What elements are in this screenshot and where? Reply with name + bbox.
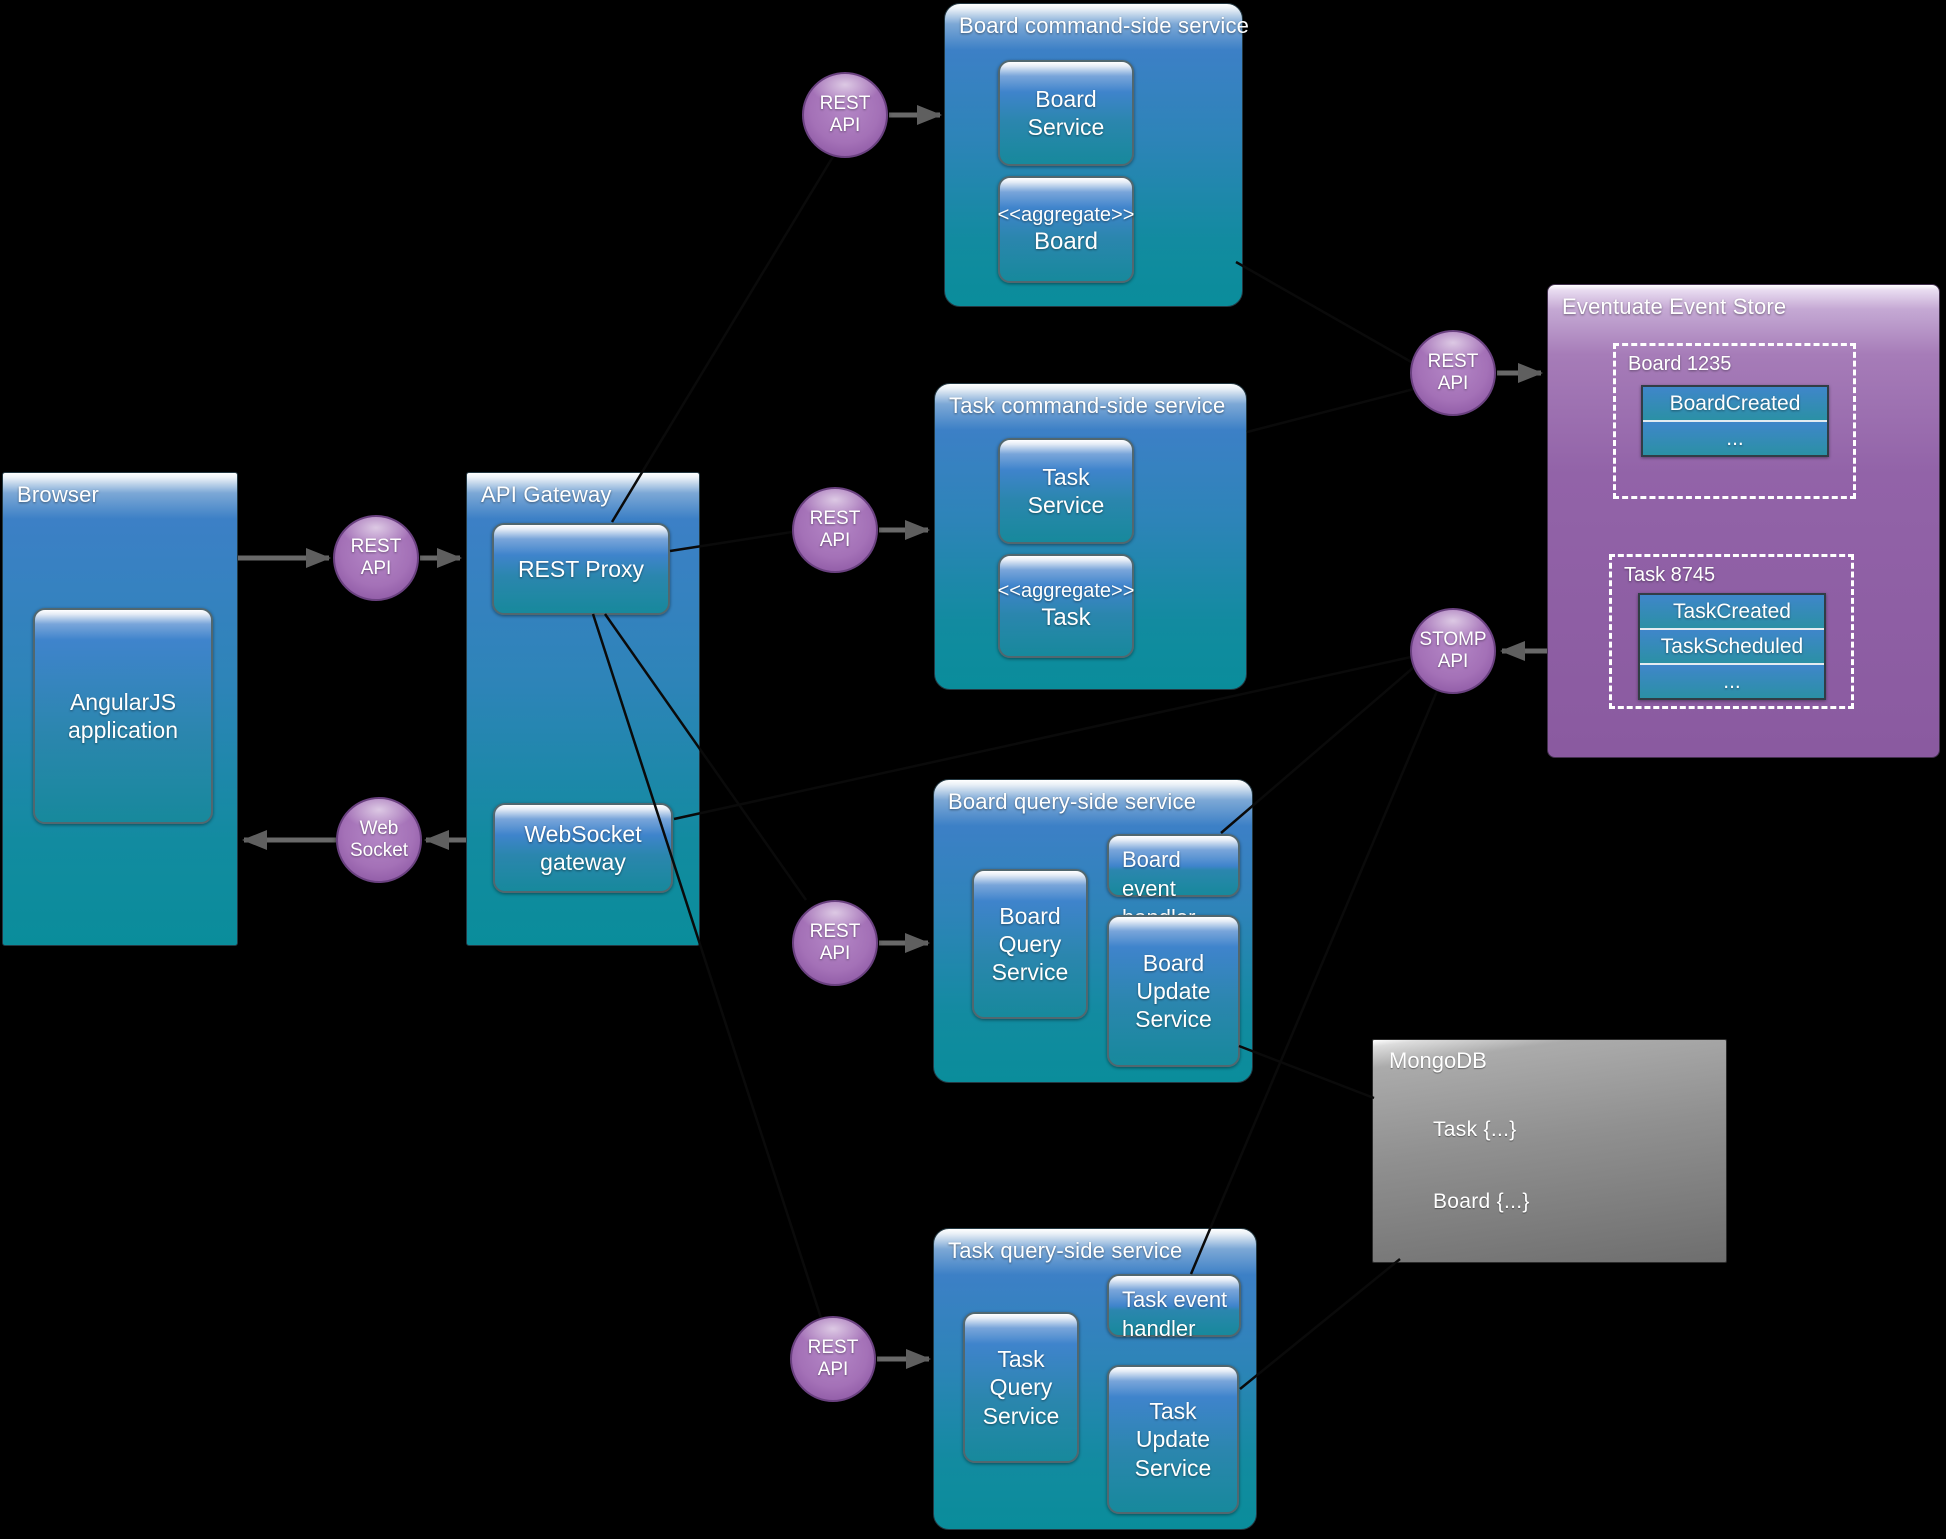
board-update-service-label: Board Update Service	[1135, 949, 1212, 1033]
mongodb-task-collection: Task {...}	[1433, 1118, 1517, 1141]
event-row: ...	[1640, 663, 1824, 698]
task-update-service-box: Task Update Service	[1107, 1365, 1239, 1514]
line-board-update-to-mongodb	[1238, 1044, 1375, 1100]
mongodb-title: MongoDB	[1389, 1048, 1487, 1073]
websocket-gateway-label: WebSocket gateway	[524, 820, 642, 875]
rest-api-circle-task-cmd: REST API	[792, 487, 878, 573]
rest-api-circle-board-query: REST API	[792, 900, 878, 986]
rest-proxy-box: REST Proxy	[492, 523, 670, 615]
task-event-stream-box: Task 8745 TaskCreated TaskScheduled ...	[1609, 554, 1854, 709]
event-row: ...	[1643, 420, 1827, 455]
eventuate-event-store-box: Eventuate Event Store Board 1235 BoardCr…	[1547, 284, 1940, 758]
task-service-label: Task Service	[1027, 463, 1105, 518]
task-query-service-inner-box: Task Query Service	[963, 1312, 1079, 1463]
task-query-service-title: Task query-side service	[948, 1238, 1183, 1263]
board-query-service-title: Board query-side service	[948, 789, 1197, 814]
board-event-stream-label: Board 1235	[1628, 353, 1732, 375]
board-aggregate-name: Board	[1033, 227, 1099, 255]
angularjs-application-box: AngularJS application	[33, 608, 213, 824]
angularjs-application-label: AngularJS application	[68, 688, 178, 743]
line-board-cmd-to-store-api	[1235, 260, 1414, 365]
rest-api-circle-browser: REST API	[333, 515, 419, 601]
rest-api-circle-board-cmd: REST API	[802, 72, 888, 158]
board-command-service-title: Board command-side service	[959, 13, 1250, 38]
event-row: TaskScheduled	[1640, 628, 1824, 663]
eventuate-event-store-title: Eventuate Event Store	[1562, 294, 1787, 319]
stomp-api-circle: STOMP API	[1410, 608, 1496, 694]
board-event-handler-box: Board event handler	[1107, 834, 1240, 930]
line-restproxy-to-board-cmd-api	[610, 149, 839, 523]
board-query-service-inner-box: Board Query Service	[972, 869, 1088, 1019]
board-update-service-box: Board Update Service	[1107, 915, 1240, 1067]
board-event-stream-box: Board 1235 BoardCreated ...	[1613, 343, 1856, 499]
line-task-update-to-mongodb	[1239, 1258, 1401, 1390]
board-aggregate-stereotype: <<aggregate>>	[997, 203, 1135, 226]
gray-arrows	[238, 105, 1547, 1369]
task-command-service-box: Task command-side service Task Service <…	[934, 383, 1247, 690]
task-update-service-label: Task Update Service	[1134, 1398, 1212, 1481]
rest-api-circle-task-query: REST API	[790, 1316, 876, 1402]
web-socket-circle: Web Socket	[336, 797, 422, 883]
task-aggregate-stereotype: <<aggregate>>	[997, 580, 1135, 603]
rest-proxy-label: REST Proxy	[517, 555, 645, 582]
browser-box: Browser AngularJS application	[2, 472, 238, 946]
board-query-service-label: Board Query Service	[991, 902, 1069, 986]
browser-title: Browser	[17, 482, 100, 507]
task-event-list: TaskCreated TaskScheduled ...	[1638, 593, 1826, 700]
task-event-stream-label: Task 8745	[1624, 564, 1716, 586]
board-aggregate-box: <<aggregate>> Board	[998, 176, 1134, 283]
line-task-cmd-to-store-api	[1246, 387, 1415, 434]
board-event-list: BoardCreated ...	[1641, 385, 1829, 457]
api-gateway-title: API Gateway	[481, 482, 612, 507]
board-service-box: Board Service	[998, 60, 1134, 166]
task-aggregate-box: <<aggregate>> Task	[998, 554, 1134, 658]
event-row: TaskCreated	[1640, 595, 1824, 628]
task-aggregate-name: Task	[1041, 604, 1091, 632]
board-service-label: Board Service	[1027, 85, 1105, 140]
task-query-service-box: Task query-side service Task Query Servi…	[933, 1228, 1257, 1530]
task-query-service-label: Task Query Service	[982, 1346, 1060, 1429]
task-service-box: Task Service	[998, 438, 1134, 544]
mongodb-board-collection: Board {...}	[1433, 1190, 1530, 1213]
websocket-gateway-box: WebSocket gateway	[493, 803, 673, 893]
event-row: BoardCreated	[1643, 387, 1827, 420]
rest-api-circle-event-store: REST API	[1410, 330, 1496, 416]
task-event-handler-label: Task event handler	[1122, 1287, 1228, 1342]
mongodb-box: MongoDB Task {...} Board {...}	[1372, 1039, 1727, 1263]
board-query-service-box: Board query-side service Board Query Ser…	[933, 779, 1253, 1083]
task-event-handler-box: Task event handler	[1107, 1274, 1241, 1341]
black-connector-lines	[591, 149, 1439, 1390]
board-command-service-box: Board command-side service Board Service…	[944, 3, 1249, 307]
board-aggregate-label: <<aggregate>> Board	[997, 178, 1135, 281]
task-aggregate-label: <<aggregate>> Task	[997, 556, 1135, 656]
task-command-service-title: Task command-side service	[949, 393, 1226, 418]
